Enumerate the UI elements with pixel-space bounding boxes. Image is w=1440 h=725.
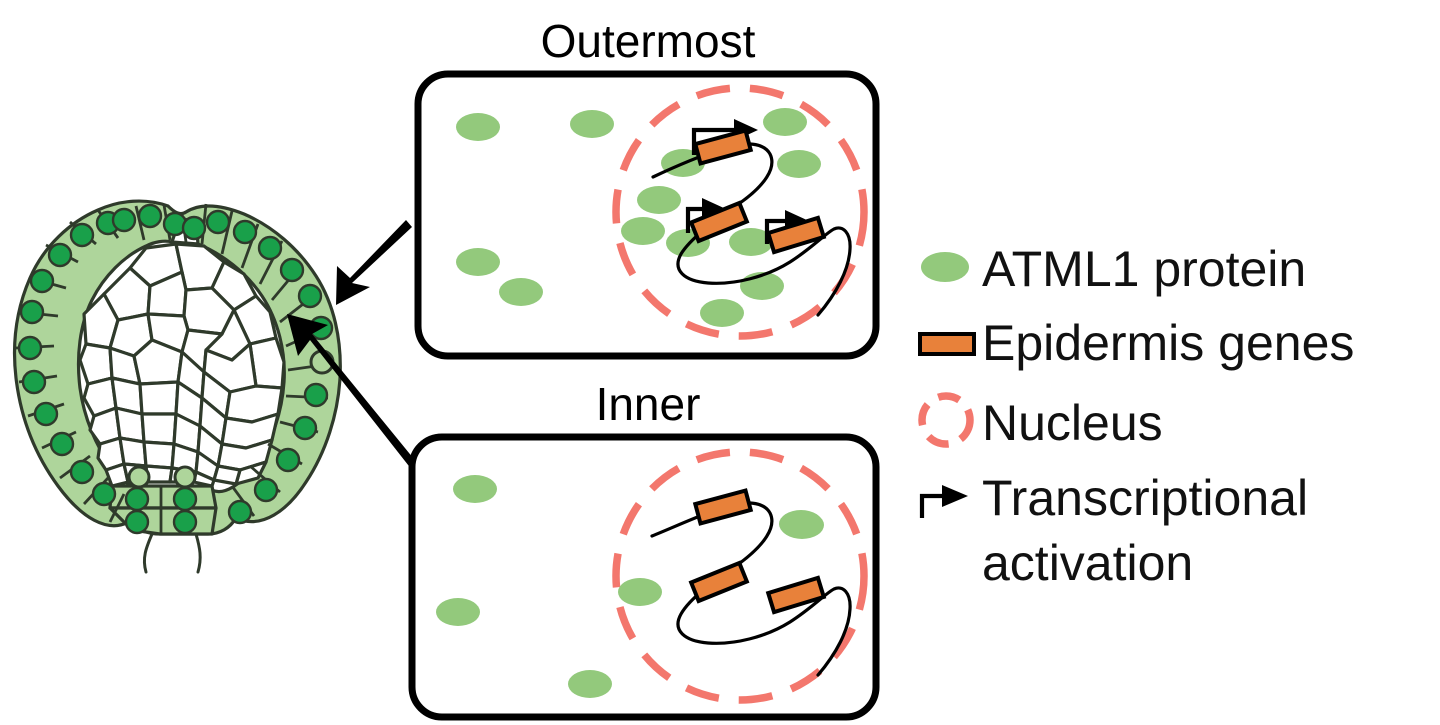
outermost-nucleus-ring	[612, 84, 868, 340]
inner-gene-1	[692, 488, 754, 526]
inner-gene-3	[765, 575, 827, 615]
outermost-dna-strand	[651, 142, 852, 317]
green-ellipse-icon	[921, 252, 969, 282]
legend-label-activation: activation	[982, 535, 1193, 591]
outermost-nuclear-proteins	[621, 149, 821, 327]
panel-outermost: Outermost	[414, 15, 880, 360]
legend-label-atml1-protein: ATML1 protein	[982, 241, 1306, 297]
embryo-diagram	[12, 199, 342, 574]
inner-cell-boundary	[408, 433, 880, 721]
bent-arrow-icon	[919, 485, 968, 518]
outermost-gene-3	[764, 210, 827, 255]
orange-bar-icon	[918, 332, 976, 356]
legend-item-epidermis-genes: Epidermis genes	[918, 315, 1354, 371]
legend-item-transcriptional-activation: Transcriptional activation	[919, 470, 1308, 591]
legend-label-nucleus: Nucleus	[982, 395, 1163, 451]
legend-label-transcriptional: Transcriptional	[982, 470, 1308, 526]
pointer-to-outermost-arrow	[336, 220, 412, 305]
suspensor-leg-right	[194, 532, 202, 574]
inner-gene-2	[688, 560, 750, 604]
dashed-circle-icon	[918, 392, 974, 448]
panel-inner-title: Inner	[596, 378, 701, 430]
legend-label-epidermis-genes: Epidermis genes	[982, 315, 1354, 371]
inner-nucleus-ring	[612, 448, 868, 704]
panel-outermost-title: Outermost	[541, 15, 756, 67]
legend: ATML1 protein Epidermis genes Nucleus Tr…	[918, 241, 1354, 591]
outermost-gene-2	[685, 198, 750, 244]
panel-inner: Inner	[408, 378, 880, 721]
legend-item-nucleus: Nucleus	[918, 392, 1163, 451]
outermost-gene-1	[691, 119, 758, 166]
embryo-inner-cells	[78, 216, 286, 488]
embryo-epidermis-nuclei	[17, 203, 335, 535]
pointer-to-inner-arrow	[287, 314, 418, 470]
outermost-cytoplasm-proteins	[456, 108, 807, 306]
inner-dna-strand	[650, 501, 852, 677]
suspensor-leg-left	[142, 532, 154, 574]
legend-item-atml1-protein: ATML1 protein	[921, 241, 1306, 297]
inner-nuclear-proteins	[618, 511, 824, 606]
